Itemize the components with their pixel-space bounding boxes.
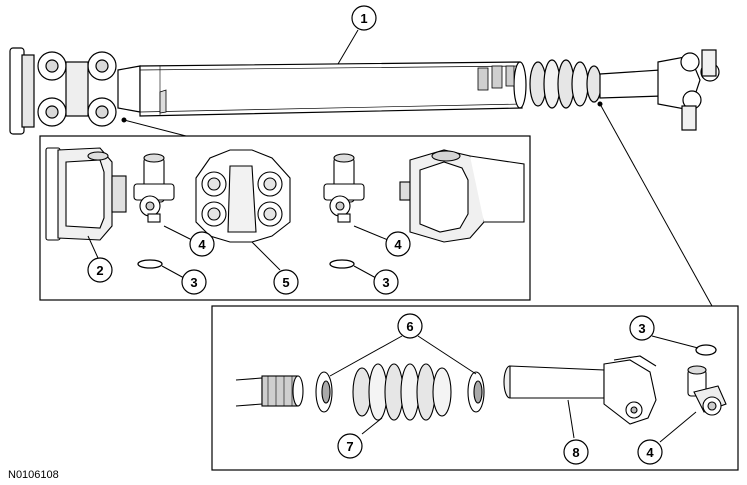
- callout-3-left-number: 3: [190, 275, 197, 290]
- callout-4-right: 4: [353, 225, 411, 257]
- callout-2-number: 2: [96, 263, 103, 278]
- part-rear-yoke: [399, 149, 525, 243]
- callout-4-box2-number: 4: [646, 445, 654, 460]
- callout-1-number: 1: [360, 11, 367, 26]
- callout-4-left: 4: [163, 225, 215, 257]
- driveshaft-assembly: [9, 47, 720, 135]
- slip-yoke-shaft: [599, 49, 720, 131]
- callout-5-number: 5: [282, 275, 289, 290]
- callout-3-left: 3: [161, 265, 207, 295]
- callout-5: 5: [251, 241, 299, 295]
- part-seal-left: [315, 371, 333, 413]
- callout-2: 2: [87, 235, 113, 283]
- callout-3-right: 3: [353, 265, 399, 295]
- callout-6: 6: [329, 313, 477, 377]
- callout-8: 8: [563, 399, 589, 465]
- part-ujoint-right: [323, 153, 365, 223]
- detail-box-ujoint: 2 4 3 5 4 3: [39, 135, 531, 301]
- driveshaft-tube: [139, 61, 527, 117]
- front-flange-yoke: [9, 47, 141, 135]
- part-boot: [352, 363, 452, 421]
- detail-leaders: [121, 101, 713, 307]
- callout-6-number: 6: [406, 319, 413, 334]
- callout-3-box2-number: 3: [638, 321, 645, 336]
- figure-id: N0106108: [8, 469, 59, 481]
- part-snap-ring-right: [329, 259, 355, 269]
- part-snap-ring-box2: [695, 344, 717, 356]
- detail-box-slip-yoke: 6 7 8 3 4: [211, 305, 739, 471]
- callout-4-left-number: 4: [198, 237, 206, 252]
- part-flange-yoke: [45, 147, 127, 241]
- part-seal-right: [467, 371, 485, 413]
- part-snap-ring-left: [137, 259, 163, 269]
- callout-1: 1: [337, 5, 377, 65]
- part-splined-shaft: [235, 375, 304, 407]
- callout-7: 7: [337, 417, 383, 459]
- callout-3-right-number: 3: [382, 275, 389, 290]
- part-slip-yoke: [503, 355, 657, 425]
- callout-8-number: 8: [572, 445, 579, 460]
- callout-4-box2: 4: [637, 411, 697, 465]
- part-center-yoke: [195, 149, 291, 243]
- callout-4-right-number: 4: [394, 237, 402, 252]
- driveshaft-boot: [529, 59, 602, 109]
- callout-7-number: 7: [346, 439, 353, 454]
- part-ujoint-cross: [687, 365, 727, 416]
- part-ujoint-left: [133, 153, 175, 223]
- callout-3-box2: 3: [629, 315, 699, 349]
